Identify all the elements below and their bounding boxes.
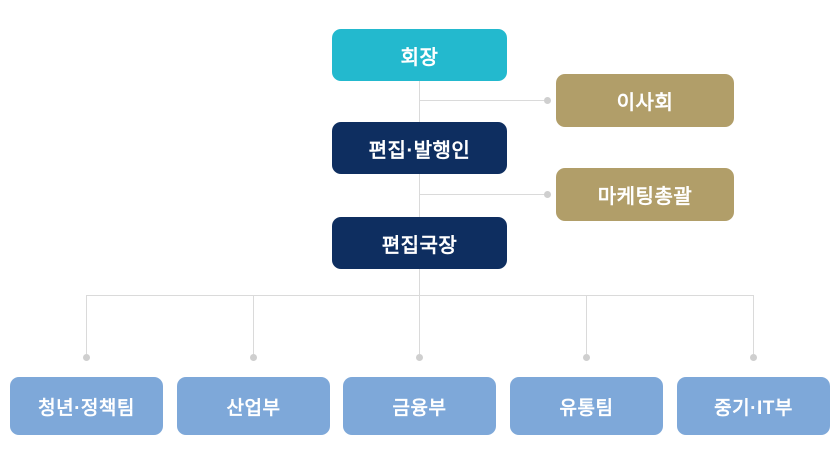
- connector-drop-dept-2: [253, 295, 254, 354]
- connector-drop-dept-3: [419, 295, 420, 354]
- connector-editorchief-down: [419, 268, 420, 295]
- org-node-dept-industry: 산업부: [177, 377, 330, 435]
- org-node-dept-label: 산업부: [226, 397, 281, 419]
- org-node-dept-label: 청년·정책팀: [38, 397, 135, 419]
- org-node-editor-in-chief: 편집국장: [332, 217, 507, 269]
- org-node-board: 이사회: [556, 74, 734, 127]
- org-node-dept-youth-policy: 청년·정책팀: [10, 377, 163, 435]
- org-node-dept-sme-it: 중기·IT부: [677, 377, 830, 435]
- org-node-board-label: 이사회: [616, 92, 674, 114]
- connector-dot-dept-1: [83, 354, 90, 361]
- org-node-chairman: 회장: [332, 29, 507, 81]
- connector-drop-dept-1: [86, 295, 87, 354]
- connector-dot-dept-2: [250, 354, 257, 361]
- connector-publisher-editorchief: [419, 173, 420, 217]
- org-node-marketing: 마케팅총괄: [556, 168, 734, 221]
- connector-dot-dept-4: [583, 354, 590, 361]
- connector-chairman-publisher: [419, 81, 420, 122]
- org-node-dept-label: 중기·IT부: [714, 397, 793, 419]
- connector-branch-marketing: [420, 194, 547, 195]
- connector-dot-dept-5: [750, 354, 757, 361]
- org-node-dept-distribution: 유통팀: [510, 377, 663, 435]
- org-node-publisher: 편집·발행인: [332, 122, 507, 174]
- connector-departments-rail: [86, 295, 754, 296]
- org-node-editor-in-chief-label: 편집국장: [381, 234, 458, 257]
- connector-branch-board: [420, 100, 547, 101]
- connector-dot-dept-3: [416, 354, 423, 361]
- org-node-dept-finance: 금융부: [343, 377, 496, 435]
- org-node-publisher-label: 편집·발행인: [368, 139, 471, 162]
- org-node-chairman-label: 회장: [400, 46, 439, 69]
- org-node-marketing-label: 마케팅총괄: [597, 186, 693, 208]
- connector-drop-dept-5: [753, 295, 754, 354]
- org-node-dept-label: 금융부: [392, 397, 447, 419]
- connector-drop-dept-4: [586, 295, 587, 354]
- connector-dot-board: [544, 97, 551, 104]
- connector-dot-marketing: [544, 191, 551, 198]
- org-node-dept-label: 유통팀: [559, 397, 614, 419]
